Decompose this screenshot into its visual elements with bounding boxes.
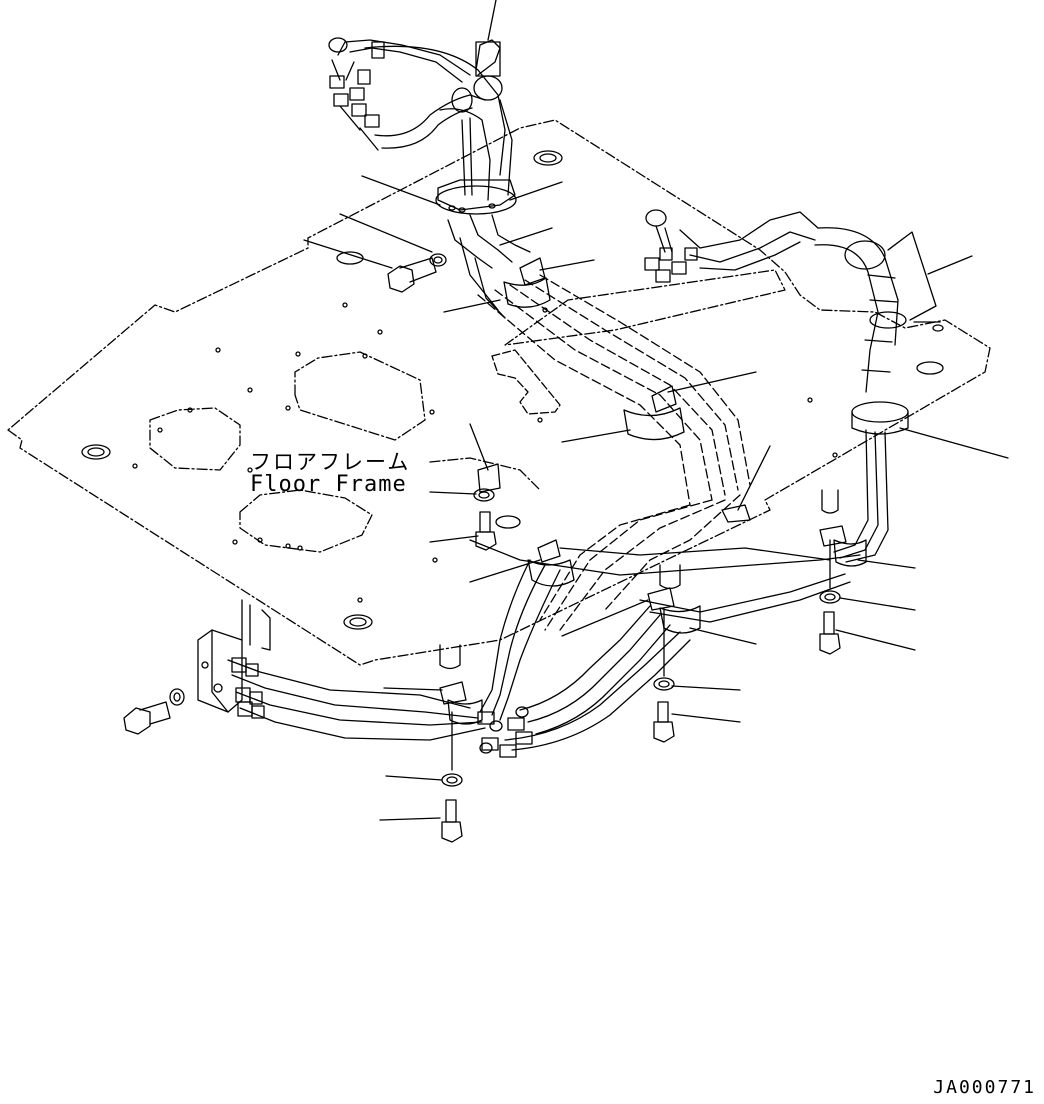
document-id: JA000771 [933, 1077, 1036, 1098]
floor-slot [491, 349, 561, 415]
top-hose-bundle [328, 0, 531, 319]
callout-leaders [303, 175, 1009, 821]
floor-frame-label-en: Floor Frame [250, 472, 407, 497]
hose-end-fittings [477, 706, 533, 758]
hidden-hose-run [477, 274, 751, 631]
hose-clamps [439, 257, 867, 725]
plate-holes [81, 150, 944, 630]
solid-hose-run [227, 539, 861, 751]
right-hose-bundle [644, 209, 937, 563]
floor-frame-label-jp: フロアフレーム [250, 450, 411, 474]
bolts-and-washers [123, 253, 841, 843]
floor-frame-plate [7, 119, 991, 666]
valve-block [197, 599, 271, 719]
